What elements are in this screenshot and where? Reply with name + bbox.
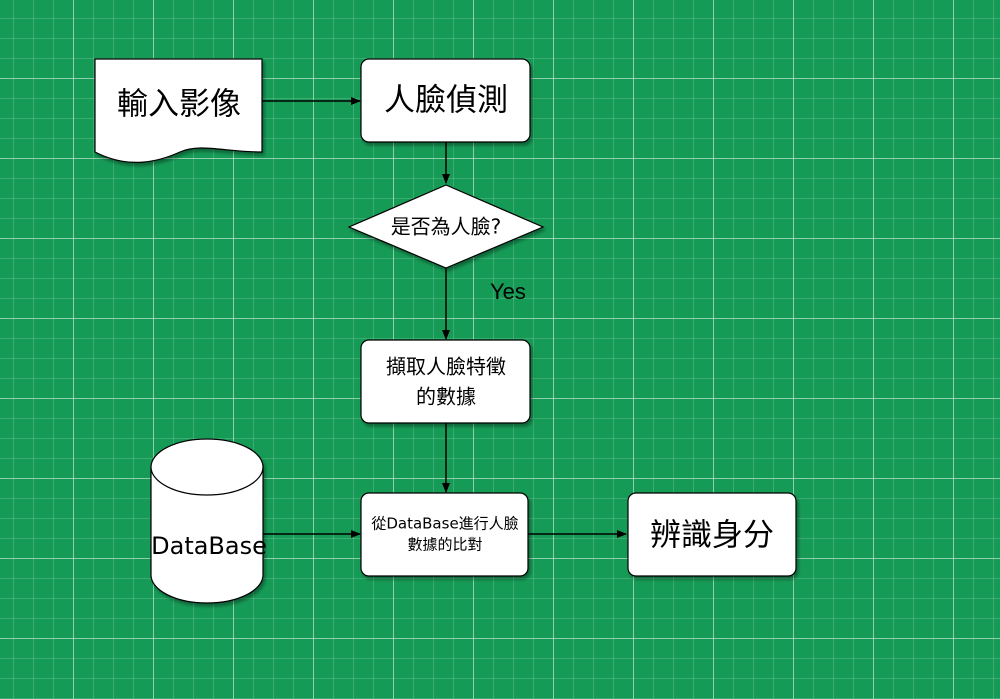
process-box [360,339,531,424]
extract-features-node[interactable] [360,339,531,424]
extract-features-label-line-1: 擷取人臉特徵 [386,355,506,379]
compare-label-line-1: 從DataBase進行人臉 [371,515,518,533]
is-face-decision-label: 是否為人臉? [391,215,502,239]
input-image-label: 輸入影像 [117,87,241,123]
decision-diamond [347,184,545,269]
process-box [360,58,531,143]
process-box [627,492,797,577]
database-label: DataBase [151,532,267,560]
identify-node[interactable] [627,492,797,577]
extract-features-label-line-2: 的數據 [416,385,476,409]
compare-node[interactable] [360,492,529,577]
process-box [360,492,529,577]
face-detection-label: 人臉偵測 [384,83,508,119]
database-cylinder-top [150,438,264,496]
database-node[interactable] [150,438,264,604]
is-face-decision-node[interactable] [347,184,545,269]
database-cylinder-body [150,466,264,604]
input-image-node[interactable] [94,58,263,163]
identify-label: 辨識身分 [650,518,774,554]
face-detection-node[interactable] [360,58,531,143]
edge-label-yes: Yes [490,279,526,304]
document-shape [94,58,263,163]
compare-label-line-2: 數據的比對 [407,536,482,554]
